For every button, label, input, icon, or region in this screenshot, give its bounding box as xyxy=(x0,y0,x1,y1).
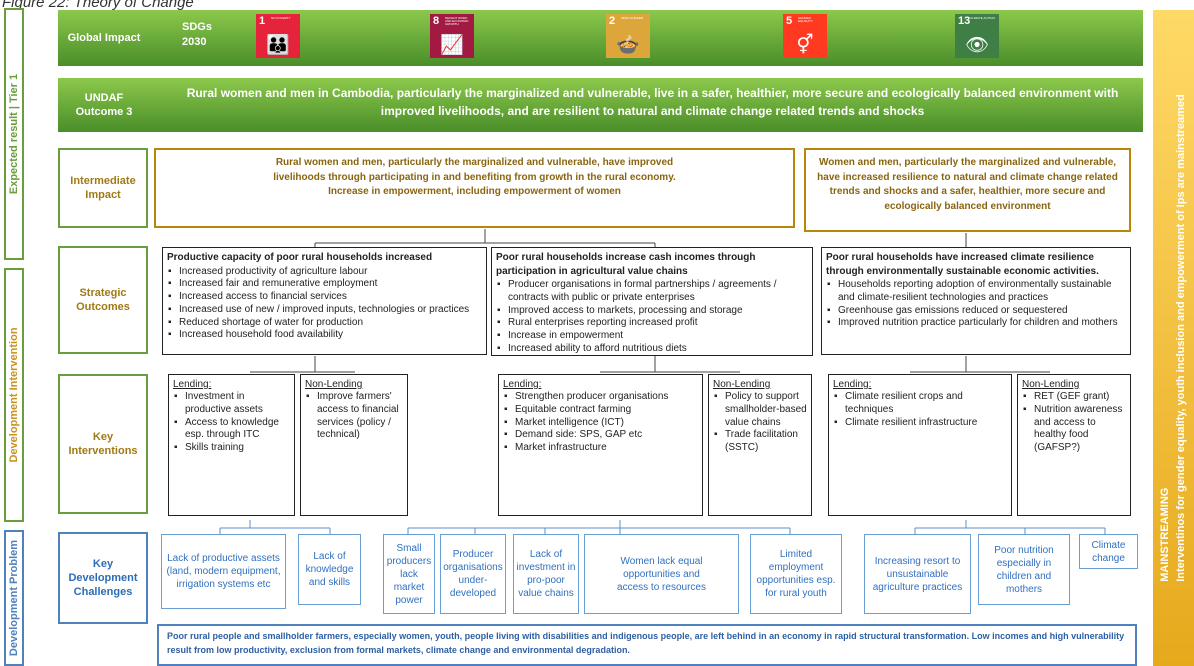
list-item: Increased ability to afford nutritious d… xyxy=(496,343,808,356)
intervention-4-heading: Non-Lending xyxy=(713,379,771,390)
challenge-2: Lack of knowledge and skills xyxy=(298,534,361,605)
expected-result-label: Expected result | Tier 1 xyxy=(8,73,20,195)
list-item: Improve farmers' access to financial ser… xyxy=(305,391,403,442)
intervention-2-lending: Lending: Strengthen producer organisatio… xyxy=(498,374,703,516)
list-item: Market infrastructure xyxy=(503,442,698,455)
intervention-1-lending: Lending: Investment in productive assets… xyxy=(168,374,295,516)
strategic-outcome-3: Poor rural households have increased cli… xyxy=(821,247,1131,355)
strategic-outcome-2: Poor rural households increase cash inco… xyxy=(491,247,813,356)
intervention-3-heading: Lending: xyxy=(503,379,542,390)
list-item: Producer organisations in formal partner… xyxy=(496,279,808,305)
list-item: Trade facilitation (SSTC) xyxy=(713,429,807,455)
intervention-2-heading: Non-Lending xyxy=(305,379,363,390)
undaf-outcome-bar: UNDAF Outcome 3 Rural women and men in C… xyxy=(58,78,1143,132)
list-item: Increased fair and remunerative employme… xyxy=(167,278,482,291)
challenge-7: Limited employment opportunities esp. fo… xyxy=(750,534,842,614)
mainstreaming-bar: MAINSTREAMING Interventinos for gender e… xyxy=(1153,10,1194,666)
list-item: Increased access to financial services xyxy=(167,291,482,304)
list-item: Strengthen producer organisations xyxy=(503,391,698,404)
list-item: Demand side: SPS, GAP etc xyxy=(503,429,698,442)
mainstreaming-body: Interventinos for gender equality, youth… xyxy=(1174,94,1187,582)
list-item: Improved access to markets, processing a… xyxy=(496,305,808,318)
strategic-3-heading: Poor rural households have increased cli… xyxy=(826,252,1099,277)
intervention-2-non-lending: Non-Lending Policy to support smallholde… xyxy=(708,374,812,516)
list-item: Nutrition awareness and access to health… xyxy=(1022,404,1126,455)
list-item: Reduced shortage of water for production xyxy=(167,317,482,330)
development-intervention-label: Development Intervention xyxy=(8,327,20,463)
challenge-3: Small producers lack market power xyxy=(383,534,435,614)
intermediate-impact-left: Rural women and men, particularly the ma… xyxy=(154,148,795,228)
intervention-1-heading: Lending: xyxy=(173,379,212,390)
list-item: Policy to support smallholder-based valu… xyxy=(713,391,807,429)
list-item: Market intelligence (ICT) xyxy=(503,417,698,430)
problem-statement: Poor rural people and smallholder farmer… xyxy=(157,624,1137,666)
expected-result-band: Expected result | Tier 1 xyxy=(4,8,24,260)
list-item: Increase in empowerment xyxy=(496,330,808,343)
strategic-2-heading: Poor rural households increase cash inco… xyxy=(496,252,756,277)
key-challenges-label: Key Development Challenges xyxy=(58,532,148,624)
global-impact-bar: Global Impact SDGs 2030 1No poverty👪 8De… xyxy=(58,10,1143,66)
key-interventions-label: Key Interventions xyxy=(58,374,148,514)
sdg-label: SDGs 2030 xyxy=(182,20,212,50)
challenge-4: Producer organisations under-developed xyxy=(440,534,506,614)
list-item: Increased household food availability xyxy=(167,329,482,342)
mainstreaming-heading: MAINSTREAMING xyxy=(1158,487,1171,582)
strategic-outcomes-label: Strategic Outcomes xyxy=(58,246,148,354)
mainstreaming-text: MAINSTREAMING Interventinos for gender e… xyxy=(1158,94,1190,582)
intervention-1-non-lending: Non-Lending Improve farmers' access to f… xyxy=(300,374,408,516)
list-item: RET (GEF grant) xyxy=(1022,391,1126,404)
challenge-5: Lack of investment in pro-poor value cha… xyxy=(513,534,579,614)
intermediate-impact-right: Women and men, particularly the marginal… xyxy=(804,148,1131,232)
list-item: Investment in productive assets xyxy=(173,391,290,417)
list-item: Skills training xyxy=(173,442,290,455)
list-item: Climate resilient infrastructure xyxy=(833,417,1007,430)
list-item: Households reporting adoption of environ… xyxy=(826,279,1126,305)
sdg-label-line2: 2030 xyxy=(182,35,207,48)
figure-title: Figure 22: Theory of Change xyxy=(2,0,194,11)
list-item: Increased use of new / improved inputs, … xyxy=(167,304,482,317)
development-intervention-band: Development Intervention xyxy=(4,268,24,522)
undaf-outcome-text: Rural women and men in Cambodia, particu… xyxy=(186,86,1119,118)
list-item: Improved nutrition practice particularly… xyxy=(826,317,1126,330)
intervention-6-heading: Non-Lending xyxy=(1022,379,1080,390)
challenge-6: Women lack equal opportunities and acces… xyxy=(584,534,739,614)
strategic-outcome-1: Productive capacity of poor rural househ… xyxy=(162,247,487,355)
intermediate-impact-label: Intermediate Impact xyxy=(58,148,148,228)
challenge-8: Increasing resort to unsustainable agric… xyxy=(864,534,971,614)
list-item: Access to knowledge esp. through ITC xyxy=(173,417,290,443)
sdg-1-icon: 1No poverty👪 xyxy=(256,14,300,58)
development-problem-band: Development Problem xyxy=(4,530,24,666)
intervention-3-non-lending: Non-Lending RET (GEF grant) Nutrition aw… xyxy=(1017,374,1131,516)
intervention-5-heading: Lending: xyxy=(833,379,872,390)
sdg-5-icon: 5Gender equality⚥ xyxy=(783,14,827,58)
list-item: Greenhouse gas emissions reduced or sequ… xyxy=(826,305,1126,318)
list-item: Rural enterprises reporting increased pr… xyxy=(496,317,808,330)
strategic-1-heading: Productive capacity of poor rural househ… xyxy=(167,252,433,263)
challenge-9: Poor nutrition especially in children an… xyxy=(978,534,1070,605)
challenge-10: Climate change xyxy=(1079,534,1138,569)
list-item: Climate resilient crops and techniques xyxy=(833,391,1007,417)
sdg-8-icon: 8Decent work and economic growth📈 xyxy=(430,14,474,58)
sdg-label-line1: SDGs xyxy=(182,21,212,33)
sdg-13-icon: 13Climate action👁 xyxy=(955,14,999,58)
list-item: Increased productivity of agriculture la… xyxy=(167,266,482,279)
global-impact-label: Global Impact xyxy=(67,31,141,44)
sdg-2-icon: 2Zero hunger🍲 xyxy=(606,14,650,58)
intervention-3-lending: Lending: Climate resilient crops and tec… xyxy=(828,374,1012,516)
development-problem-label: Development Problem xyxy=(8,539,20,657)
undaf-label: UNDAF Outcome 3 xyxy=(75,91,133,118)
list-item: Equitable contract farming xyxy=(503,404,698,417)
challenge-1: Lack of productive assets (land, modern … xyxy=(161,534,286,609)
